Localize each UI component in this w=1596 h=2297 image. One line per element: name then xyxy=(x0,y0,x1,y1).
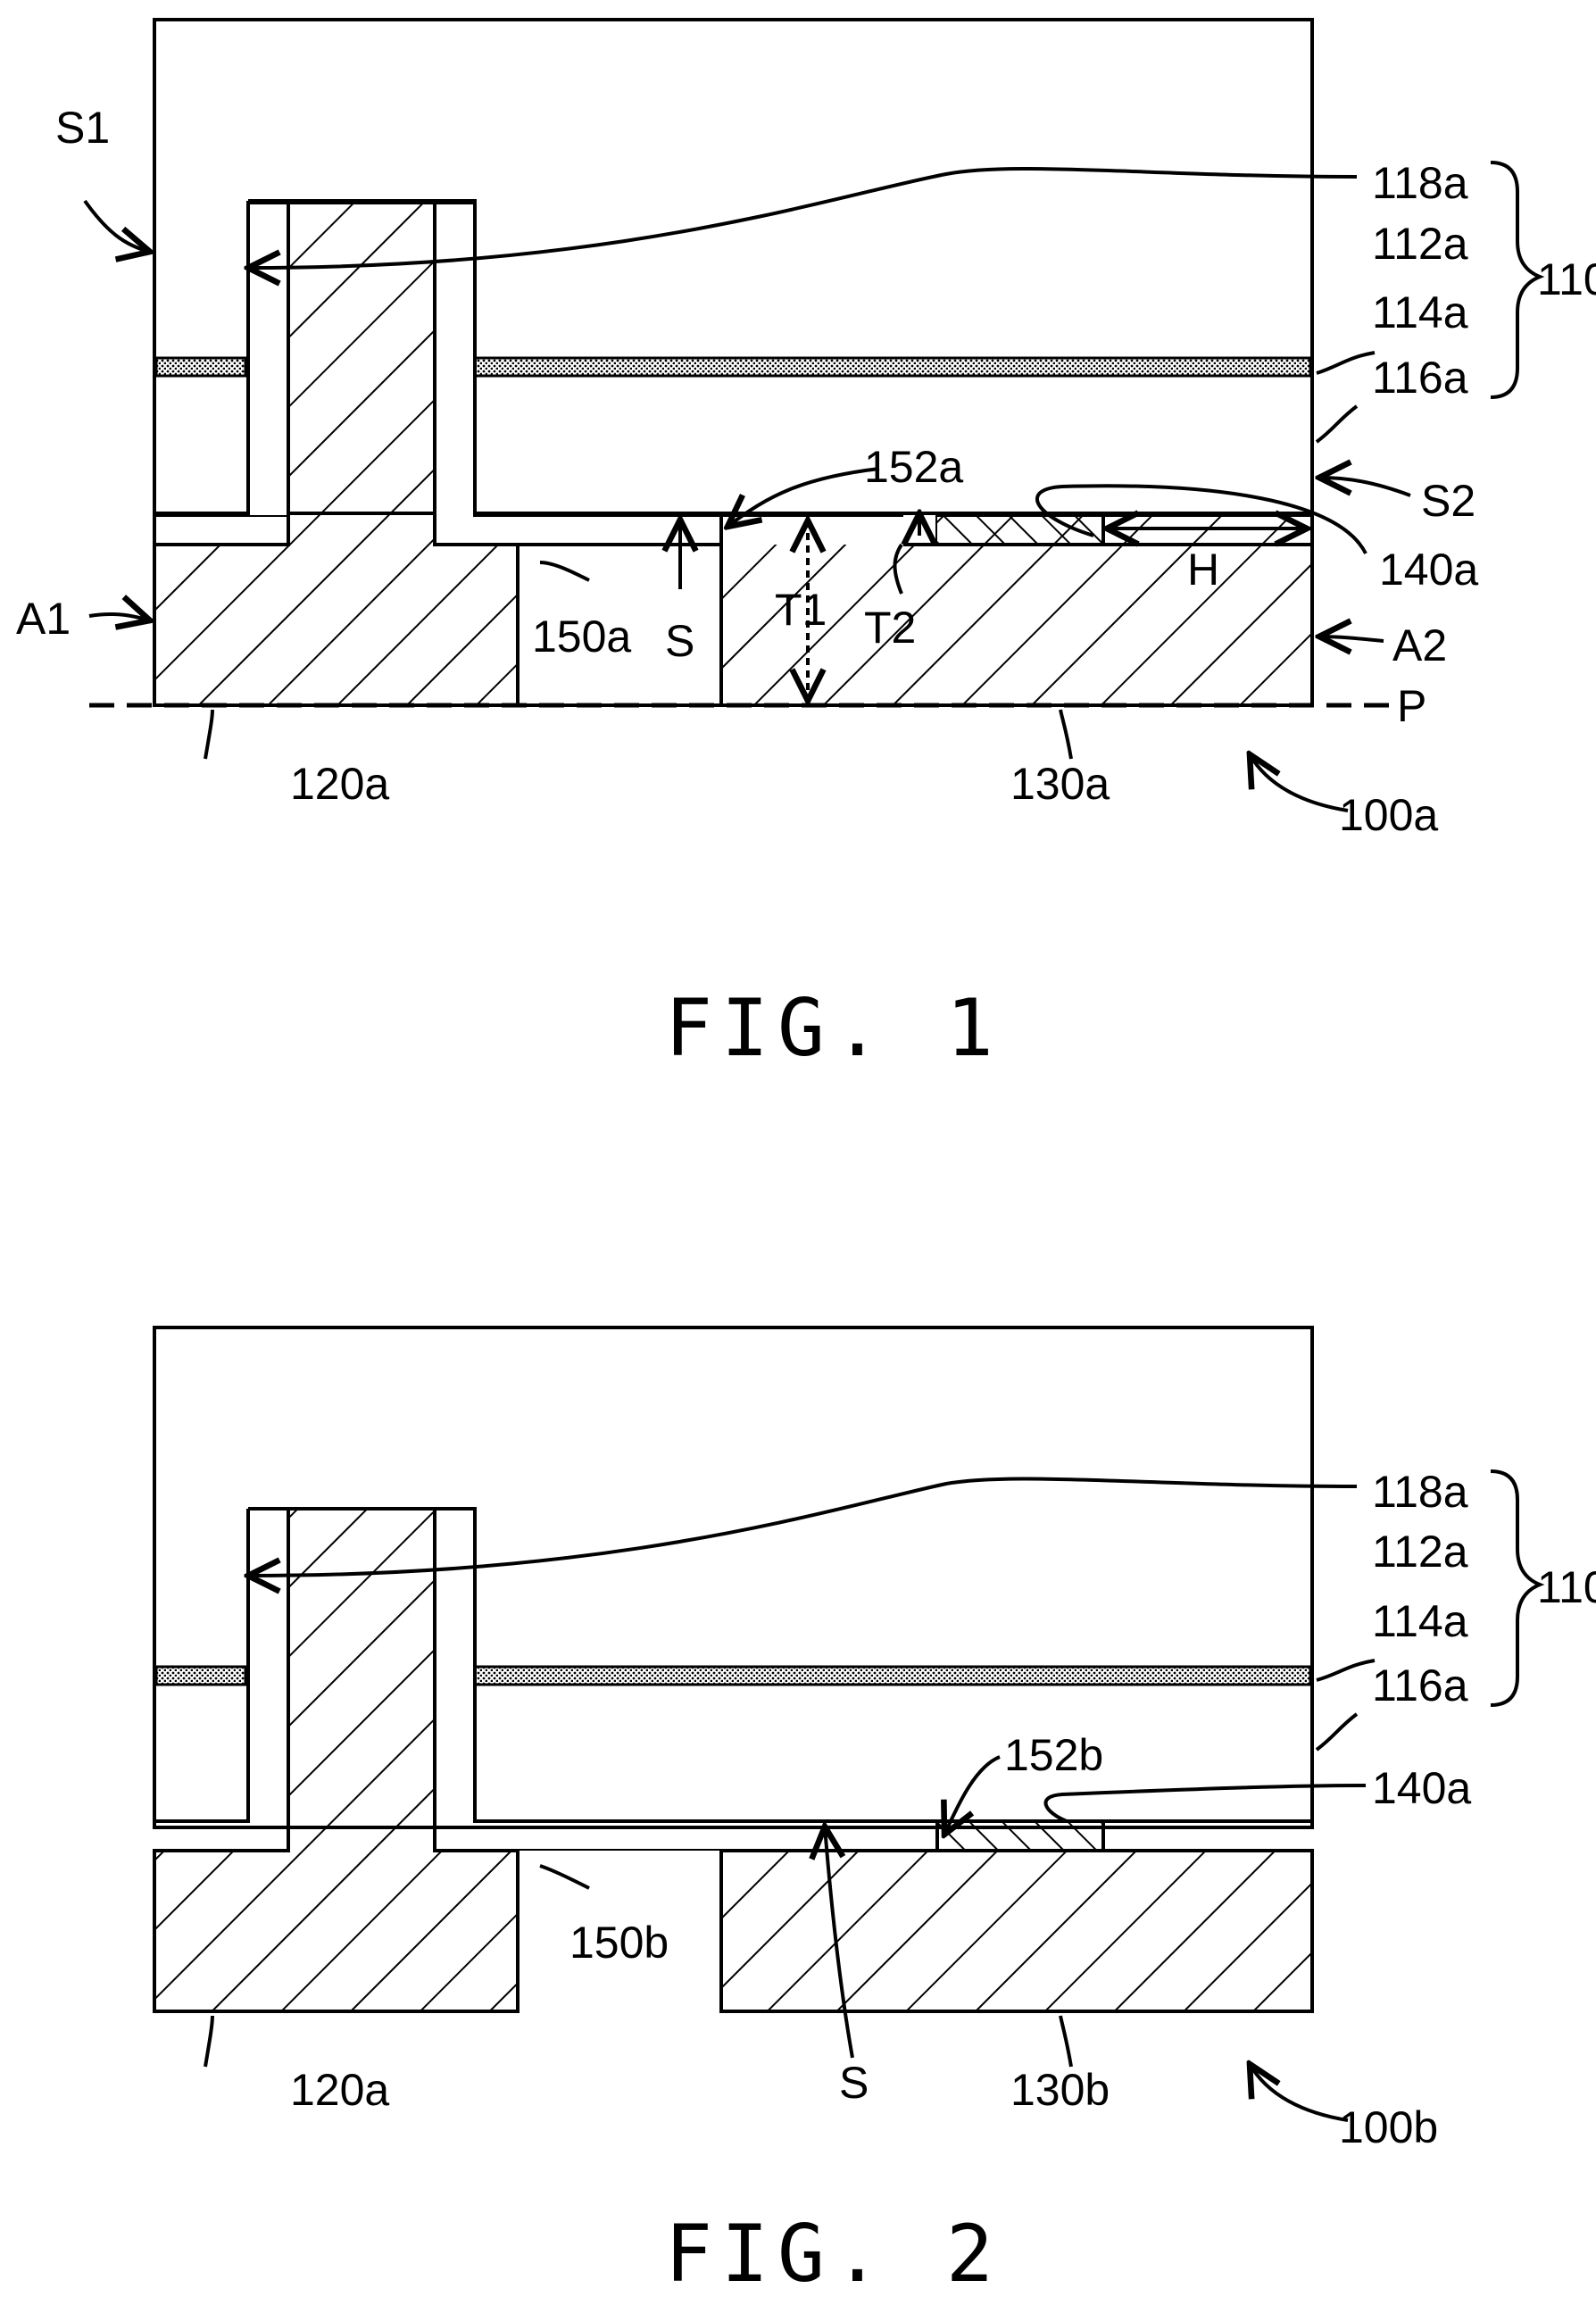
label-h: H xyxy=(1187,545,1219,595)
label-150: 150b xyxy=(569,1918,669,1968)
label-p: P xyxy=(1397,681,1426,731)
label-140: 140a xyxy=(1379,545,1478,595)
label-gap-s: S xyxy=(839,2058,869,2108)
liner-118-top xyxy=(248,201,475,204)
conductor-130-region xyxy=(721,1851,1312,2011)
label-116: 116a xyxy=(1372,1660,1468,1710)
label-100: 100b xyxy=(1339,2102,1438,2152)
leader-s2 xyxy=(1319,478,1410,495)
label-112: 112a xyxy=(1372,1527,1468,1577)
layer-114-right xyxy=(475,358,1310,376)
figure-1-caption: FIG. 1 xyxy=(665,982,1002,1074)
label-a1: A1 xyxy=(16,594,71,644)
liner-118-right-wall xyxy=(435,204,473,515)
leader-116 xyxy=(1317,406,1357,442)
leader-116 xyxy=(1317,1714,1357,1750)
label-114: 114a xyxy=(1372,1596,1468,1646)
pad-140 xyxy=(937,1821,1103,1851)
label-116: 116a xyxy=(1372,353,1468,403)
figure-1: S1 118a 112a 114a 116a 110a S2 140a 152a… xyxy=(16,20,1596,1074)
layer-114-left xyxy=(156,1667,245,1685)
leader-a1 xyxy=(89,614,150,620)
liner-118-left-wall xyxy=(250,1512,288,1821)
label-140: 140a xyxy=(1372,1763,1471,1813)
label-t2: T2 xyxy=(864,603,916,653)
liner-118-left-wall xyxy=(250,204,288,515)
label-120: 120a xyxy=(290,2065,389,2115)
leader-130 xyxy=(1060,2016,1071,2067)
leader-120 xyxy=(205,710,212,759)
label-114: 114a xyxy=(1372,287,1468,337)
liner-118-right-wall xyxy=(435,1512,473,1821)
label-112: 112a xyxy=(1372,219,1468,269)
label-100: 100a xyxy=(1339,790,1438,840)
label-152: 152a xyxy=(864,442,963,492)
label-118: 118a xyxy=(1372,1467,1468,1517)
label-s2: S2 xyxy=(1421,476,1475,526)
figure-2: 118a 112a 114a 116a 110a 140a 152b 150b … xyxy=(154,1327,1596,2297)
label-gap-s: S xyxy=(665,616,694,666)
label-130: 130b xyxy=(1010,2065,1110,2115)
label-118: 118a xyxy=(1372,158,1468,208)
label-130: 130a xyxy=(1010,759,1110,809)
leader-120 xyxy=(205,2016,212,2067)
leader-s1 xyxy=(85,201,150,252)
leader-114 xyxy=(1317,1660,1375,1680)
label-110: 110a xyxy=(1537,1562,1596,1612)
layer-114-right xyxy=(475,1667,1310,1685)
layer-114-left xyxy=(156,358,245,376)
leader-100 xyxy=(1250,2064,1348,2120)
label-150: 150a xyxy=(532,612,631,662)
brace-110 xyxy=(1491,1471,1540,1705)
label-a2: A2 xyxy=(1392,620,1447,670)
leader-114 xyxy=(1317,353,1375,373)
label-120: 120a xyxy=(290,759,389,809)
label-s1: S1 xyxy=(55,103,110,153)
leader-100 xyxy=(1250,754,1348,811)
label-152: 152b xyxy=(1004,1730,1103,1780)
brace-110 xyxy=(1491,162,1540,397)
label-110: 110a xyxy=(1537,254,1596,304)
figure-2-caption: FIG. 2 xyxy=(665,2208,1002,2297)
label-t1: T1 xyxy=(775,585,827,635)
leader-a2 xyxy=(1319,637,1384,641)
leader-130 xyxy=(1060,710,1071,759)
